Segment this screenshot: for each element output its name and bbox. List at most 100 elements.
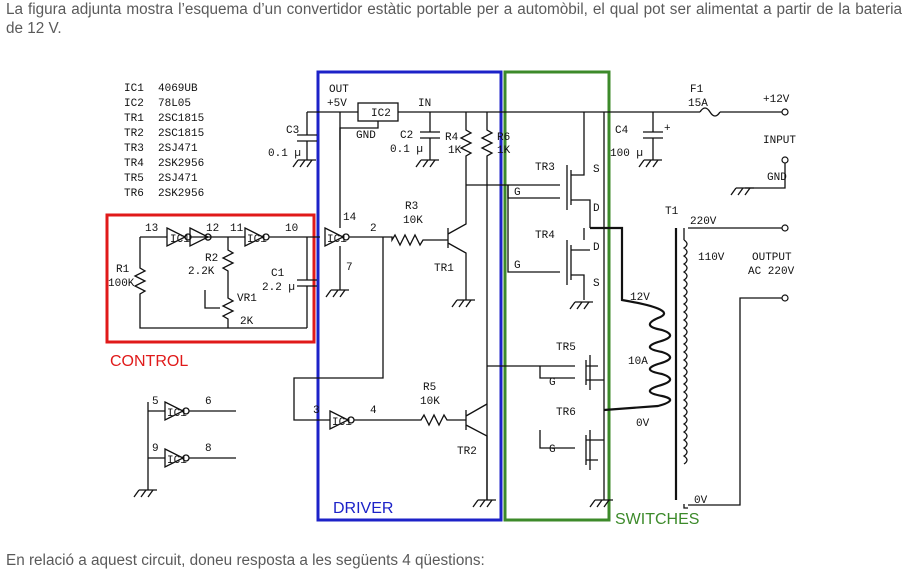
t1-label: T1	[665, 206, 679, 218]
tr6-label: TR6	[556, 407, 576, 419]
gnd2-label: GND	[767, 172, 787, 184]
switches-block	[503, 70, 611, 522]
ic1-label: IC1	[327, 234, 347, 246]
component-part: 2SK2956	[158, 158, 204, 170]
drain-label: D	[593, 203, 600, 215]
r3-label: R3	[405, 201, 418, 213]
driver-block-label: DRIVER	[333, 500, 393, 517]
component-part: 2SK2956	[158, 188, 204, 200]
source-label: S	[593, 278, 600, 290]
component-part: 2SC1815	[158, 128, 204, 140]
drain-label: D	[593, 242, 600, 254]
driver-circuit: IC1 14 2 7 R3 10K TR1 3 IC1 4 R5 10K TR2	[293, 112, 497, 508]
a10-label: 10A	[628, 356, 648, 368]
vr1-value: 2K	[240, 316, 254, 328]
r6-value: 1K	[497, 145, 511, 157]
ic1-label: IC1	[167, 455, 187, 467]
tr5-label: TR5	[556, 342, 576, 354]
component-part: 2SJ471	[158, 143, 198, 155]
source-label: S	[593, 164, 600, 176]
pin9: 9	[152, 443, 159, 455]
component-part: 78L05	[158, 98, 191, 110]
component-ref: TR5	[124, 173, 144, 185]
pin11: 11	[230, 223, 244, 235]
ic1-label: IC1	[167, 408, 187, 420]
component-ref: TR6	[124, 188, 144, 200]
plus5v-label: +5V	[327, 98, 347, 110]
gate-label: G	[514, 187, 521, 199]
switches-block-label: SWITCHES	[615, 511, 699, 528]
control-block	[105, 213, 316, 344]
c4-value: 100 µ	[610, 148, 643, 160]
r1-label: R1	[116, 264, 130, 276]
component-ref: TR4	[124, 158, 144, 170]
r4-value: 1K	[448, 145, 462, 157]
tr2-label: TR2	[457, 446, 477, 458]
v0-label: 0V	[636, 418, 650, 430]
f1-label: F1	[690, 84, 704, 96]
tr1-label: TR1	[434, 263, 454, 275]
pin10: 10	[285, 223, 298, 235]
component-ref: TR2	[124, 128, 144, 140]
ic1-label: IC1	[332, 417, 352, 429]
ic2-label: IC2	[371, 108, 391, 120]
supply-rail: IC2 OUT +5V IN GND F1 15A +12V INPUT GND	[307, 84, 796, 196]
pin5: 5	[152, 396, 159, 408]
pin14: 14	[343, 212, 357, 224]
pin7: 7	[346, 262, 353, 274]
pin3: 3	[313, 405, 320, 417]
c2-value: 0.1 µ	[390, 144, 423, 156]
c2-label: C2	[400, 130, 413, 142]
gnd-label: GND	[356, 130, 376, 142]
transformer-t1: T1 12V 10A 0V 220V 110V 0V OUTPUT AC 220…	[590, 206, 795, 509]
c1-label: C1	[271, 268, 285, 280]
pin6: 6	[205, 396, 212, 408]
f1-value: 15A	[688, 98, 708, 110]
r5-label: R5	[423, 382, 436, 394]
c1-value: 2.2 µ	[262, 282, 295, 294]
pin12: 12	[206, 223, 219, 235]
component-ref: TR3	[124, 143, 144, 155]
r5-value: 10K	[420, 396, 440, 408]
pin4: 4	[370, 405, 377, 417]
v12-label: 12V	[630, 292, 650, 304]
gate-label: G	[514, 260, 521, 272]
output-label: OUTPUT	[752, 252, 792, 264]
c3-label: C3	[286, 125, 299, 137]
capacitors: C3 0.1 µ C2 0.1 µ C4 100 µ +	[268, 112, 671, 168]
spare-inverters: IC1 5 6 IC1 9 8	[133, 396, 236, 498]
ac220-label: AC 220V	[748, 266, 795, 278]
r2-label: R2	[205, 253, 218, 265]
r1-value: 100K	[108, 278, 135, 290]
v110-label: 110V	[698, 252, 725, 264]
r4-label: R4	[445, 132, 459, 144]
component-part: 4069UB	[158, 83, 198, 95]
component-ref: IC1	[124, 83, 144, 95]
out-label: OUT	[329, 84, 349, 96]
gate-label: G	[549, 377, 556, 389]
r3-value: 10K	[403, 215, 423, 227]
component-part: 2SJ471	[158, 173, 198, 185]
in-label: IN	[418, 98, 431, 110]
questions-intro: En relació a aquest circuit, doneu respo…	[6, 552, 485, 569]
resistors-r4-r6: R4 1K R6 1K	[445, 112, 575, 500]
intro-paragraph: La figura adjunta mostra l’esquema d’un …	[6, 1, 902, 37]
component-ref: IC2	[124, 98, 144, 110]
c4-plus: +	[664, 123, 671, 135]
gate-label: G	[549, 444, 556, 456]
driver-block	[316, 70, 503, 522]
component-ref: TR1	[124, 113, 144, 125]
r2-value: 2.2K	[188, 266, 215, 278]
control-block-label: CONTROL	[110, 353, 188, 370]
tr3-label: TR3	[535, 162, 555, 174]
pin2: 2	[370, 223, 377, 235]
tr4-label: TR4	[535, 230, 555, 242]
pin13: 13	[145, 223, 158, 235]
c3-value: 0.1 µ	[268, 148, 301, 160]
control-oscillator: IC1 IC1 13 12 11 10 R1 100K R2 2.2K VR1 …	[108, 223, 320, 329]
plus12v-label: +12V	[763, 94, 790, 106]
input-label: INPUT	[763, 135, 796, 147]
vr1-label: VR1	[237, 293, 257, 305]
